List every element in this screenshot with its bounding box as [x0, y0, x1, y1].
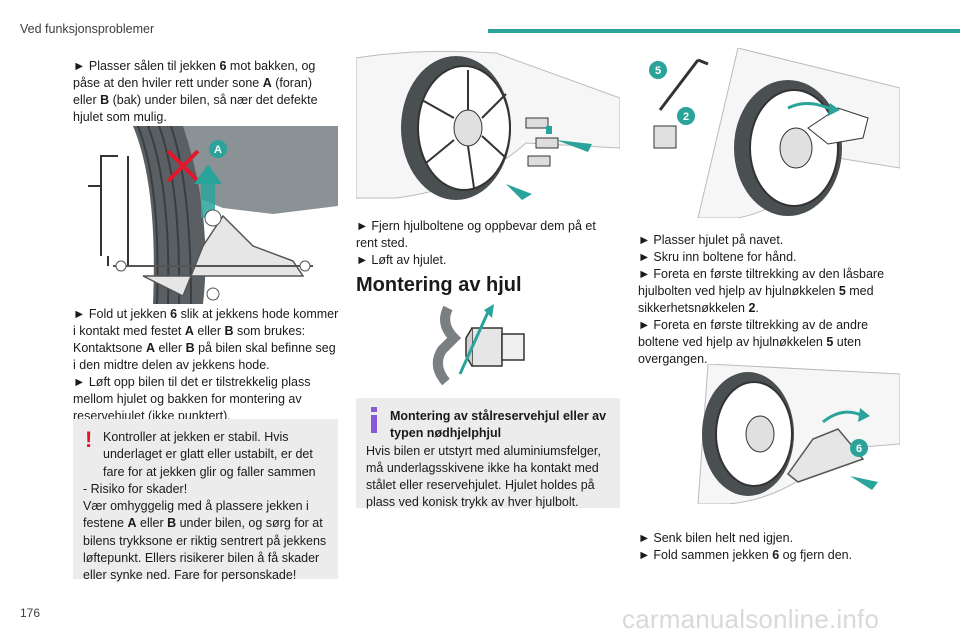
page-number: 176 — [20, 606, 41, 620]
column-1-lower: ► Fold ut jekken 6 slik at jekkens hode … — [73, 306, 339, 425]
warning-box: ! Kontroller at jekken er stabil. Hvis u… — [73, 419, 338, 582]
header-accent-bar — [488, 29, 960, 33]
info-box: Montering av stålreservehjul eller av ty… — [356, 398, 620, 509]
label-a-badge: A — [214, 144, 222, 156]
step-tighten-other-bolts: ►Foreta en første tiltrekking av de andr… — [638, 318, 869, 366]
watermark: carmanualsonline.info — [622, 604, 880, 634]
label-5-badge: 5 — [655, 65, 661, 77]
column-3: ►Plasser hjulet på navet. ►Skru inn bolt… — [638, 232, 900, 368]
step-lower-car: ►Senk bilen helt ned igjen. — [638, 531, 794, 545]
info-body: Hvis bilen er utstyrt med aluminiumsfelg… — [366, 443, 601, 510]
step-place-jack: ► Plasser sålen til jekken 6 mot bakken,… — [73, 59, 318, 124]
header-title: Ved funksjonsproblemer — [20, 22, 155, 36]
info-title: Montering av stålreservehjul eller av ty… — [390, 409, 607, 441]
column-2: ►Fjern hjulboltene og oppbevar dem på et… — [356, 218, 620, 269]
exclamation-icon: ! — [85, 427, 93, 452]
column-3-lower: ►Senk bilen helt ned igjen. ►Fold sammen… — [638, 530, 900, 564]
section-heading: Montering av hjul — [356, 274, 522, 296]
wheel-bolt-illustration — [432, 304, 525, 386]
info-icon — [371, 407, 377, 433]
label-2-badge: 2 — [683, 111, 689, 123]
label-6-badge: 6 — [856, 443, 862, 455]
step-lift-car: ► Løft opp bilen til det er tilstrekkeli… — [73, 375, 311, 423]
step-unfold-jack: ► Fold ut jekken 6 slik at jekkens hode … — [73, 307, 339, 372]
step-lift-wheel: ►Løft av hjulet. — [356, 253, 447, 267]
mount-wheel-illustration: 5 2 — [649, 48, 900, 218]
step-screw-bolts: ►Skru inn boltene for hånd. — [638, 250, 797, 264]
warning-line-2: - Risiko for skader! — [83, 481, 188, 496]
lower-car-illustration: 6 — [697, 364, 900, 504]
warning-line-1: Kontroller at jekken er stabil. Hvis und… — [103, 430, 316, 479]
step-tighten-locking-bolt: ►Foreta en første tiltrekking av den lås… — [638, 267, 885, 315]
remove-bolts-illustration — [356, 50, 620, 200]
column-1: ► Plasser sålen til jekken 6 mot bakken,… — [73, 58, 339, 126]
warning-line-3: Vær omhyggelig med å plassere jekken i f… — [83, 499, 327, 583]
step-remove-bolts: ►Fjern hjulboltene og oppbevar dem på et… — [356, 219, 596, 250]
step-place-wheel: ►Plasser hjulet på navet. — [638, 233, 784, 247]
jack-illustration: A — [73, 126, 338, 304]
step-fold-jack: ►Fold sammen jekken 6 og fjern den. — [638, 548, 853, 562]
